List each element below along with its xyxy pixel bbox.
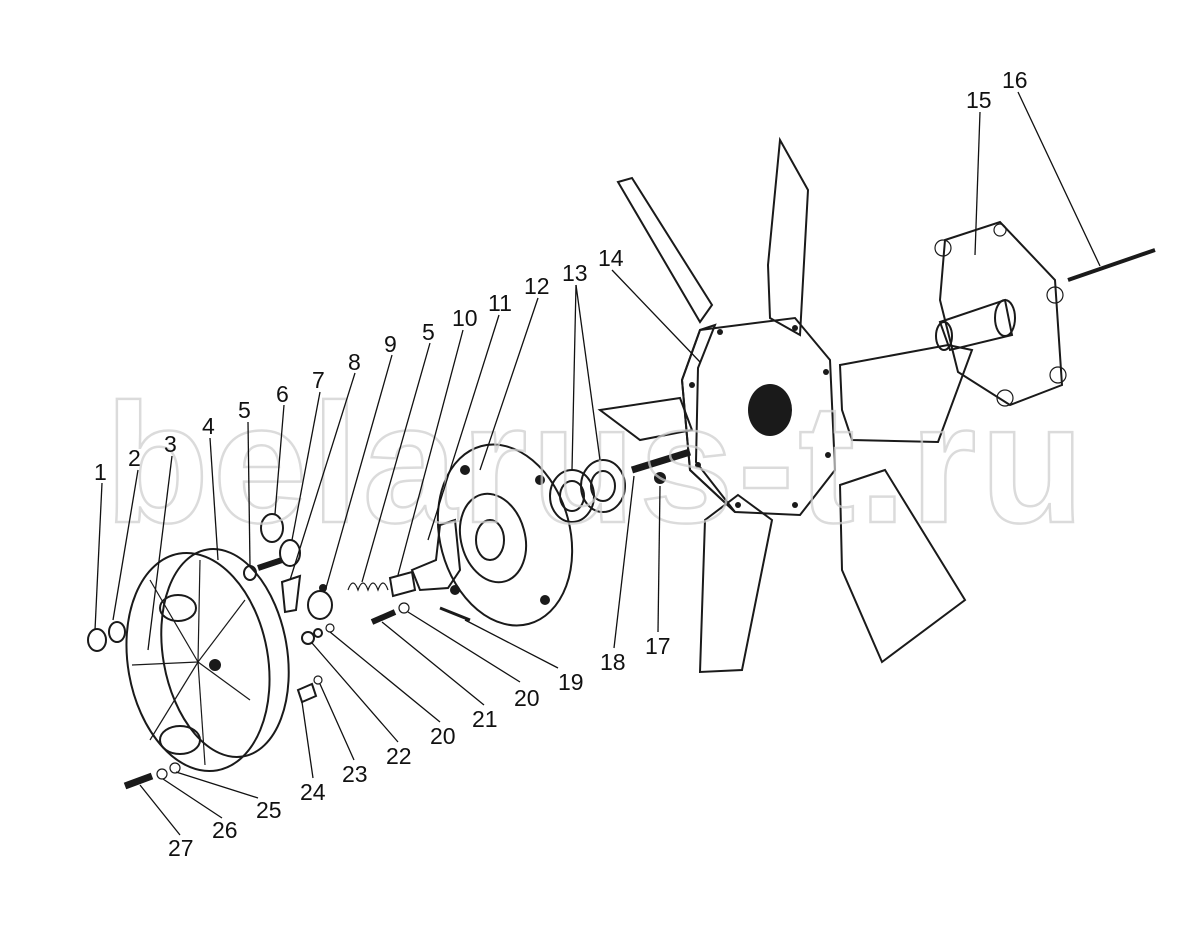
fan-hub [680,316,837,517]
callout-16: 16 [1002,67,1028,93]
callout-20-second: 20 [430,723,456,749]
watermark-text: belarus-t.ru [105,369,1088,559]
callout-12: 12 [524,273,550,299]
callout-8: 8 [348,349,361,375]
callout-15: 15 [966,87,992,113]
parts-artwork [87,136,1156,790]
drive-pin [630,448,692,474]
small-ball [654,472,666,484]
callout-24: 24 [300,779,326,805]
callout-5-second: 5 [422,319,435,345]
callout-20: 20 [514,685,540,711]
front-housing [125,548,290,773]
callout-21: 21 [472,706,498,732]
callout-3: 3 [164,431,177,457]
callout-25: 25 [256,797,282,823]
callout-26: 26 [212,817,238,843]
callout-18: 18 [600,649,626,675]
callout-1: 1 [94,459,107,485]
callout-17: 17 [645,633,671,659]
callout-labels: 1 2 3 4 5 6 7 8 9 5 10 11 12 13 14 15 16… [94,67,1028,861]
callout-6: 6 [276,381,289,407]
long-stud [1067,248,1156,282]
callout-10: 10 [452,305,478,331]
callout-5: 5 [238,397,251,423]
callout-9: 9 [384,331,397,357]
flange-plate [934,220,1067,407]
callout-22: 22 [386,743,412,769]
callout-2: 2 [128,445,141,471]
callout-4: 4 [202,413,215,439]
small-parts [87,513,471,790]
bearings [549,459,626,523]
callout-14: 14 [598,245,624,271]
callout-13: 13 [562,260,588,286]
leader-lines [94,91,1101,836]
hub-bolt-holes [689,325,831,508]
housing-ribs [131,559,251,766]
callout-19: 19 [558,669,584,695]
pulley-disc [436,443,574,627]
callout-27: 27 [168,835,194,861]
clutch-lever [410,518,462,592]
callout-23: 23 [342,761,368,787]
callout-11: 11 [488,290,512,316]
callout-7: 7 [312,367,325,393]
